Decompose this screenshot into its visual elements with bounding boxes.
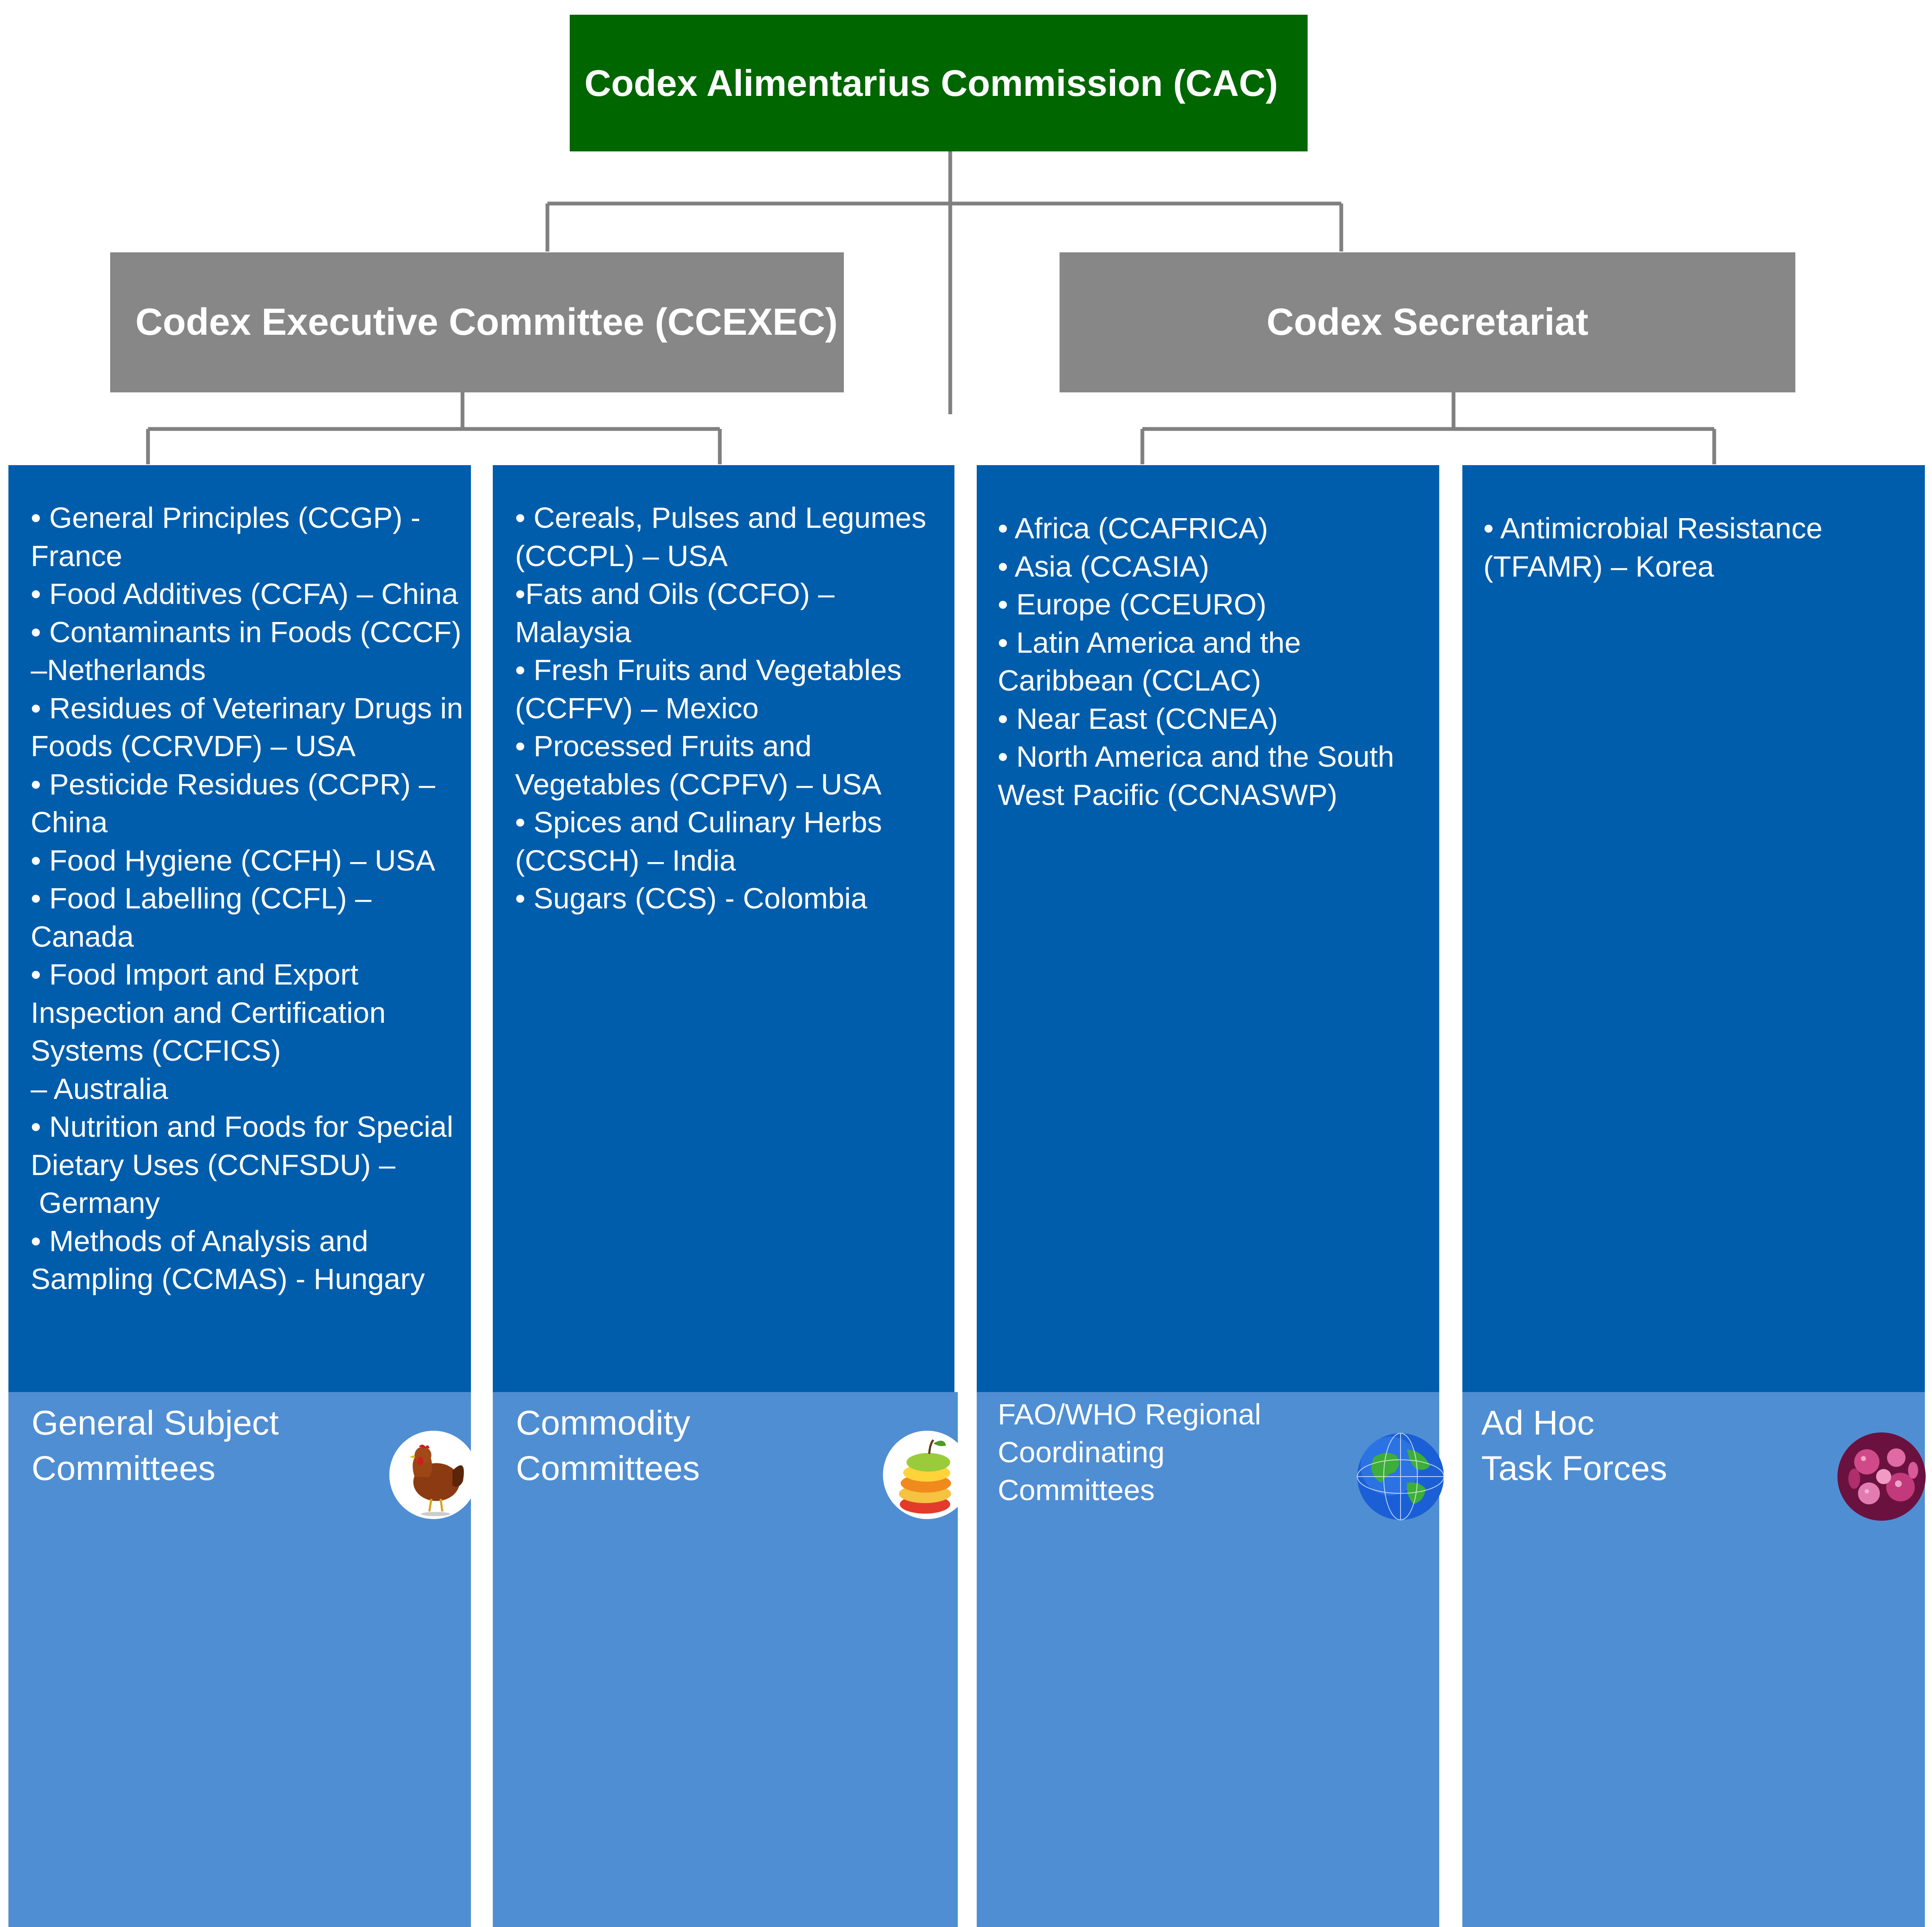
executive-committee-box: Codex Executive Committee (CCEXEC)	[110, 252, 844, 392]
list-item: • Food Hygiene (CCFH) – USA	[31, 844, 436, 877]
list-item: • Methods of Analysis and Sampling (CCMA…	[31, 1224, 425, 1296]
list-item: •Fats and Oils (CCFO) – Malaysia	[515, 577, 835, 649]
ad-hoc-task-forces-column: • Antimicrobial Resistance (TFAMR) – Kor…	[1462, 465, 1926, 1927]
list-item: • Processed Fruits and Vegetables (CCPFV…	[515, 730, 882, 801]
secretariat-box: Codex Secretariat	[1060, 252, 1795, 392]
regional-coordinating-committees-column: • Africa (CCAFRICA) • Asia (CCASIA) • Eu…	[977, 465, 1444, 1927]
connector-lines	[146, 151, 1716, 464]
list-item: • Pesticide Residues (CCPR) – China	[31, 768, 436, 839]
list-item: • Nutrition and Foods for Special Dietar…	[31, 1110, 454, 1219]
commodity-committees-column: • Cereals, Pulses and Legumes (CCCPL) – …	[493, 465, 971, 1927]
list-item: • Sugars (CCS) - Colombia	[515, 882, 867, 915]
footer-label: General Subject Committees	[32, 1404, 279, 1488]
list-item: • Residues of Veterinary Drugs in Foods …	[31, 691, 463, 763]
list-item: • Latin America and the Caribbean (CCLAC…	[998, 626, 1301, 697]
list-item: • Africa (CCAFRICA)	[998, 512, 1268, 545]
list-item: • Asia (CCASIA)	[998, 550, 1209, 583]
fruit-stack-icon	[883, 1431, 971, 1519]
committee-list: • Cereals, Pulses and Legumes (CCCPL) – …	[515, 499, 942, 918]
cac-box: Codex Alimentarius Commission (CAC)	[570, 15, 1308, 151]
list-item: • Europe (CCEURO)	[998, 588, 1267, 621]
list-item: • Cereals, Pulses and Legumes (CCCPL) – …	[515, 501, 926, 572]
committee-list: • General Principles (CCGP) - France • F…	[31, 499, 471, 1298]
committee-list: • Africa (CCAFRICA) • Asia (CCASIA) • Eu…	[998, 509, 1418, 814]
bacteria-icon	[1837, 1432, 1926, 1521]
list-item: • Contaminants in Foods (CCCF) –Netherla…	[31, 615, 462, 687]
executive-committee-title: Codex Executive Committee (CCEXEC)	[135, 301, 838, 343]
secretariat-title: Codex Secretariat	[1266, 301, 1588, 343]
committee-list: • Antimicrobial Resistance (TFAMR) – Kor…	[1483, 509, 1900, 585]
list-item: • North America and the South West Pacif…	[998, 740, 1394, 811]
globe-icon	[1356, 1432, 1445, 1521]
list-item: • Near East (CCNEA)	[998, 702, 1278, 735]
list-item: • Food Labelling (CCFL) – Canada	[31, 882, 372, 953]
chicken-icon	[389, 1431, 478, 1519]
footer-label: FAO/WHO Regional Coordinating Committees	[998, 1398, 1261, 1506]
list-item: • Food Import and Export Inspection and …	[31, 958, 386, 1105]
cac-title: Codex Alimentarius Commission (CAC)	[584, 62, 1278, 104]
footer-label: Commodity Committees	[516, 1404, 700, 1488]
list-item: • Antimicrobial Resistance (TFAMR) – Kor…	[1483, 512, 1823, 583]
list-item: • Food Additives (CCFA) – China	[31, 577, 458, 610]
general-subject-committees-column: • General Principles (CCGP) - France • F…	[8, 465, 478, 1927]
list-item: • Fresh Fruits and Vegetables (CCFFV) – …	[515, 654, 902, 725]
list-item: • Spices and Culinary Herbs (CCSCH) – In…	[515, 806, 882, 877]
list-item: • General Principles (CCGP) - France	[31, 501, 420, 572]
footer-label: Ad Hoc Task Forces	[1481, 1404, 1667, 1488]
